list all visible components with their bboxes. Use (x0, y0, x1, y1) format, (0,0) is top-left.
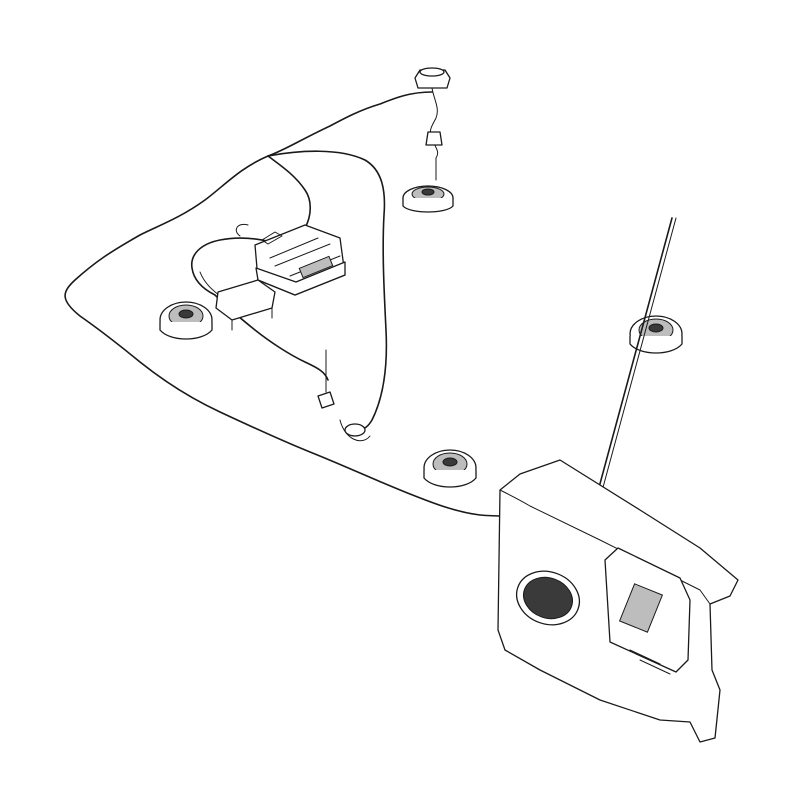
tweeter (414, 67, 451, 181)
front-door-speaker (402, 185, 454, 213)
radio-head-unit (254, 224, 346, 296)
dash-speaker (159, 301, 213, 340)
harness-connector (317, 349, 371, 442)
wiring-harness-branch-center (267, 150, 388, 431)
amplifier-module (215, 279, 276, 331)
rear-speaker (423, 449, 477, 488)
wiring-harness (64, 91, 581, 541)
trim-panel-speaker-grille (515, 570, 581, 626)
rear-trim-panel (497, 459, 739, 743)
rear-speaker-right (629, 315, 683, 354)
